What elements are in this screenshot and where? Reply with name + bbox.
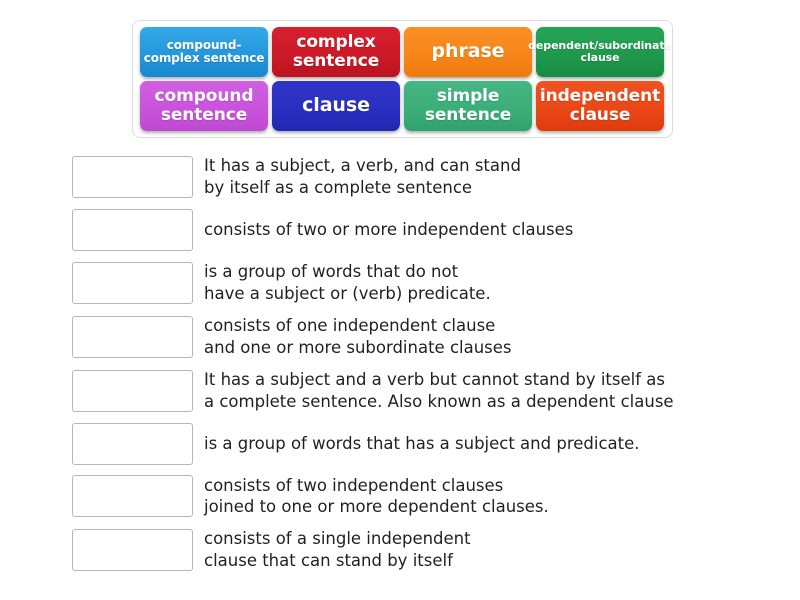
answer-row: consists of one independent clause and o… bbox=[72, 315, 772, 359]
word-tile-bank: compound-complex sentence complex senten… bbox=[132, 20, 673, 138]
answer-row: consists of two or more independent clau… bbox=[72, 208, 772, 251]
answer-list: It has a subject, a verb, and can stand … bbox=[72, 155, 772, 582]
answer-row: consists of a single independent clause … bbox=[72, 528, 772, 572]
answer-definition-6: is a group of words that has a subject a… bbox=[204, 433, 640, 453]
tile-bank-row-2: compound sentence clause simple sentence… bbox=[138, 81, 667, 131]
tile-independent-clause[interactable]: independent clause bbox=[536, 81, 664, 131]
drop-target-1[interactable] bbox=[72, 155, 193, 198]
drop-target-5[interactable] bbox=[72, 369, 193, 412]
tile-label: clause bbox=[302, 94, 370, 117]
answer-definition-3: is a group of words that do not have a s… bbox=[204, 261, 491, 303]
tile-clause[interactable]: clause bbox=[272, 81, 400, 131]
answer-definition-4: consists of one independent clause and o… bbox=[204, 315, 512, 357]
tile-complex-sentence[interactable]: complex sentence bbox=[272, 27, 400, 77]
answer-row: is a group of words that has a subject a… bbox=[72, 422, 772, 465]
tile-label: compound-complex sentence bbox=[143, 37, 265, 65]
drop-target-4[interactable] bbox=[72, 315, 193, 358]
answer-row: consists of two independent clauses join… bbox=[72, 475, 772, 519]
answer-row: is a group of words that do not have a s… bbox=[72, 261, 772, 305]
tile-label: complex sentence bbox=[292, 31, 380, 71]
tile-label: simple sentence bbox=[424, 85, 512, 125]
answer-definition-1: It has a subject, a verb, and can stand … bbox=[204, 156, 521, 197]
tile-label: compound sentence bbox=[154, 85, 254, 125]
tile-compound-sentence[interactable]: compound sentence bbox=[140, 81, 268, 131]
answer-definition-7: consists of two independent clauses join… bbox=[204, 475, 549, 517]
tile-phrase[interactable]: phrase bbox=[404, 27, 532, 77]
answer-definition-5: It has a subject and a verb but cannot s… bbox=[204, 369, 674, 411]
drop-target-3[interactable] bbox=[72, 261, 193, 304]
tile-simple-sentence[interactable]: simple sentence bbox=[404, 81, 532, 131]
drop-target-8[interactable] bbox=[72, 529, 193, 572]
tile-label: phrase bbox=[431, 40, 505, 63]
answer-row: It has a subject, a verb, and can stand … bbox=[72, 155, 772, 199]
drop-target-7[interactable] bbox=[72, 475, 193, 518]
tile-bank-row-1: compound-complex sentence complex senten… bbox=[138, 27, 672, 77]
drop-target-2[interactable] bbox=[72, 208, 193, 251]
tile-compound-complex-sentence[interactable]: compound-complex sentence bbox=[140, 27, 268, 77]
answer-row: It has a subject and a verb but cannot s… bbox=[72, 369, 772, 413]
answer-definition-2: consists of two or more independent clau… bbox=[204, 219, 574, 239]
tile-label: dependent/subordinate clause bbox=[528, 38, 672, 64]
tile-label: independent clause bbox=[539, 85, 661, 125]
tile-dependent-subordinate-clause[interactable]: dependent/subordinate clause bbox=[528, 27, 672, 77]
answer-definition-8: consists of a single independent clause … bbox=[204, 529, 471, 571]
drop-target-6[interactable] bbox=[72, 422, 193, 465]
